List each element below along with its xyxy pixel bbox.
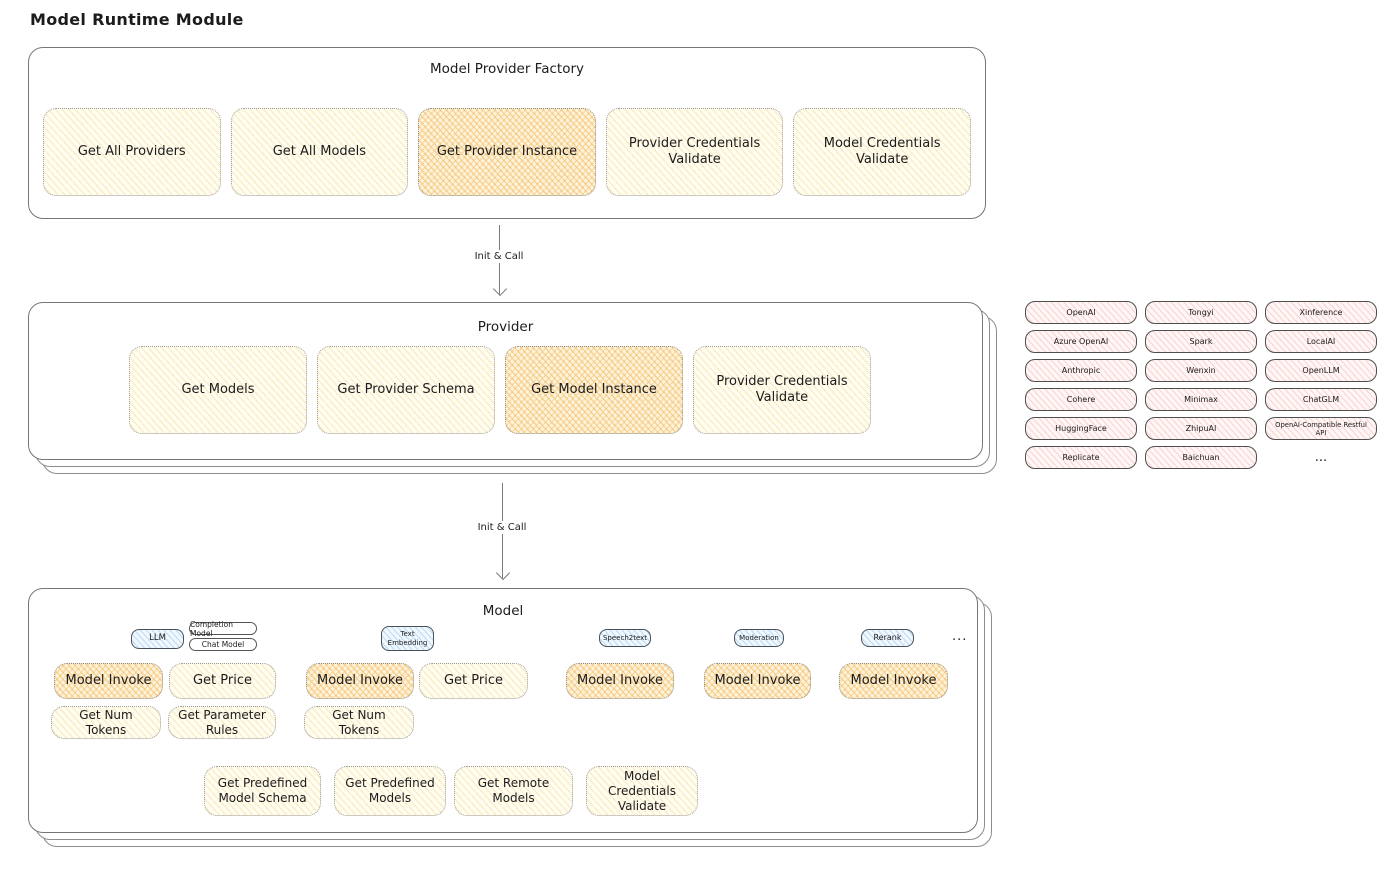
node-get-provider-schema: Get Provider Schema (317, 346, 495, 434)
node-get-price-text-embedding: Get Price (419, 663, 528, 699)
node-get-model-instance: Get Model Instance (505, 346, 683, 434)
node-get-all-models: Get All Models (230, 108, 409, 196)
provider-pill-zhipuai: ZhipuAI (1145, 417, 1257, 440)
model-box: Model LLM Completion Model Chat Model Te… (28, 588, 978, 833)
arrow-label-init-call-1: Init & Call (469, 250, 529, 263)
node-model-credentials-validate: Model Credentials Validate (793, 108, 971, 196)
provider-pill-replicate: Replicate (1025, 446, 1137, 469)
node-get-price-llm: Get Price (169, 663, 276, 699)
tag-speech2text: Speech2text (599, 629, 651, 647)
model-tags-ellipsis: ... (952, 629, 968, 644)
provider-pill-baichuan: Baichuan (1145, 446, 1257, 469)
provider-pill-openai-compatible-restful-api: OpenAI-Compatible Restful API (1265, 417, 1377, 440)
factory-items-row: Get All Providers Get All Models Get Pro… (43, 108, 971, 196)
tag-moderation: Moderation (734, 629, 784, 647)
node-model-invoke-moderation: Model Invoke (704, 663, 811, 699)
node-get-remote-models: Get Remote Models (454, 766, 573, 816)
arrow-label-init-call-2: Init & Call (472, 521, 532, 534)
node-model-invoke-rerank: Model Invoke (839, 663, 948, 699)
provider-pill-tongyi: Tongyi (1145, 301, 1257, 324)
provider-box: Provider Get Models Get Provider Schema … (28, 302, 983, 460)
node-model-credentials-validate-2: Model Credentials Validate (586, 766, 698, 816)
providers-grid-ellipsis: ... (1314, 450, 1328, 465)
node-get-provider-instance: Get Provider Instance (418, 108, 596, 196)
tag-text-embedding: Text Embedding (381, 626, 434, 651)
node-get-parameter-rules: Get Parameter Rules (168, 706, 276, 739)
node-get-predefined-model-schema: Get Predefined Model Schema (204, 766, 321, 816)
model-provider-factory-title: Model Provider Factory (429, 61, 584, 77)
node-provider-credentials-validate-2: Provider Credentials Validate (693, 346, 871, 434)
provider-items-row: Get Models Get Provider Schema Get Model… (129, 346, 871, 434)
node-get-num-tokens-text-embedding: Get Num Tokens (304, 706, 414, 739)
provider-pill-wenxin: Wenxin (1145, 359, 1257, 382)
tag-completion-model: Completion Model (189, 620, 257, 638)
provider-pill-localai: LocalAI (1265, 330, 1377, 353)
providers-grid: OpenAI Tongyi Xinference Azure OpenAI Sp… (1025, 301, 1377, 469)
provider-pill-huggingface: HuggingFace (1025, 417, 1137, 440)
page-title: Model Runtime Module (30, 10, 244, 29)
node-model-invoke-text-embedding: Model Invoke (306, 663, 414, 699)
tag-chat-model: Chat Model (189, 638, 257, 651)
node-model-invoke-llm: Model Invoke (54, 663, 163, 699)
provider-pill-chatglm: ChatGLM (1265, 388, 1377, 411)
provider-pill-openllm: OpenLLM (1265, 359, 1377, 382)
node-model-invoke-speech2text: Model Invoke (566, 663, 674, 699)
tag-llm: LLM (131, 629, 184, 649)
provider-pill-azure-openai: Azure OpenAI (1025, 330, 1137, 353)
node-get-predefined-models: Get Predefined Models (334, 766, 446, 816)
provider-pill-openai: OpenAI (1025, 301, 1137, 324)
node-provider-credentials-validate: Provider Credentials Validate (605, 108, 784, 196)
node-get-all-providers: Get All Providers (43, 108, 221, 196)
provider-pill-spark: Spark (1145, 330, 1257, 353)
provider-pill-xinference: Xinference (1265, 301, 1377, 324)
node-get-models: Get Models (129, 346, 307, 434)
provider-title: Provider (477, 319, 534, 335)
node-get-num-tokens-llm: Get Num Tokens (51, 706, 161, 739)
provider-pill-cohere: Cohere (1025, 388, 1137, 411)
provider-pill-anthropic: Anthropic (1025, 359, 1137, 382)
tag-rerank: Rerank (861, 629, 914, 647)
model-title: Model (482, 603, 524, 619)
provider-pill-minimax: Minimax (1145, 388, 1257, 411)
model-provider-factory-box: Model Provider Factory Get All Providers… (28, 47, 986, 219)
